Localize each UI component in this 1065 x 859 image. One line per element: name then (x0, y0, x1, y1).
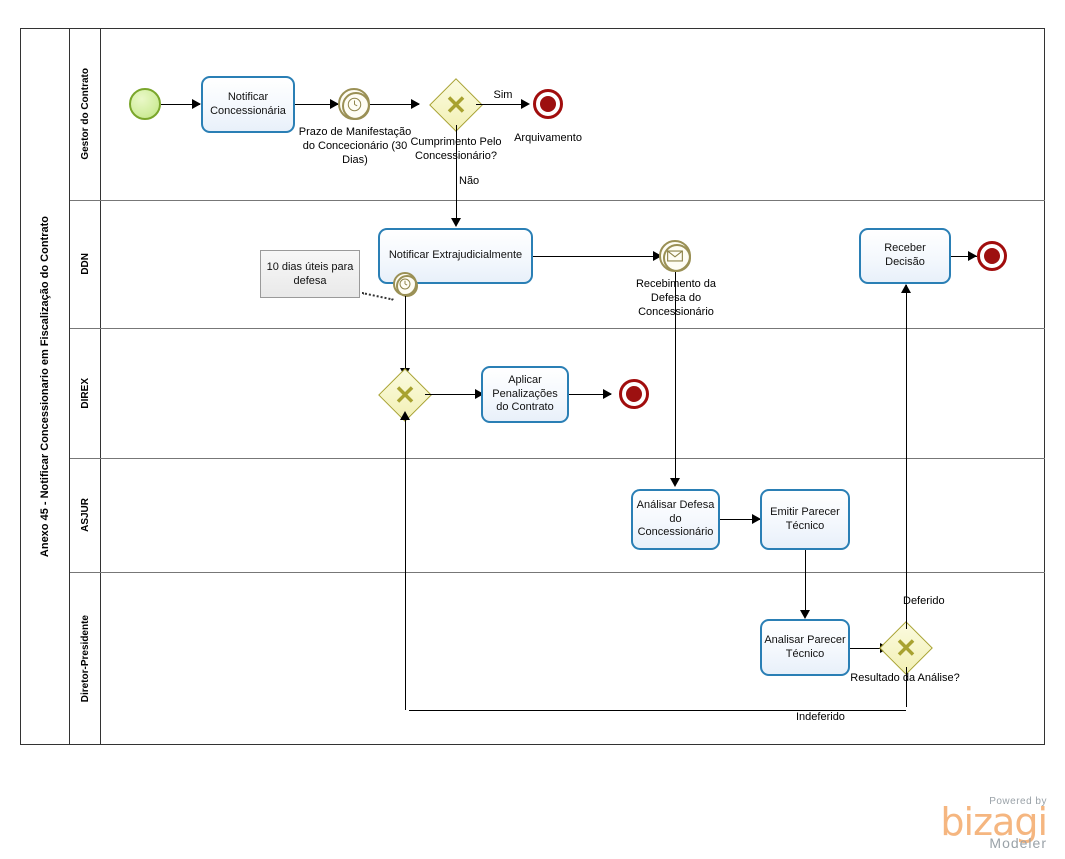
bizagi-product-label: Modeler (989, 835, 1047, 851)
task-emitir-parecer[interactable]: Emitir Parecer Técnico (760, 489, 850, 550)
task-analisar-defesa[interactable]: Análisar Defesa do Concessionário (631, 489, 720, 550)
task-label: Aplicar Penalizações do Contrato (492, 373, 558, 414)
flow-analisar-parecer-to-gateway (850, 648, 888, 649)
gateway-x-icon: ✕ (895, 633, 917, 663)
end-event-direx[interactable] (619, 379, 649, 409)
task-analisar-parecer[interactable]: Analisar Parecer Técnico (760, 619, 850, 676)
flow-arrow-12 (752, 514, 761, 524)
task-label: Receber Decisão (884, 242, 926, 268)
label-resultado-gateway: Resultado da Análise? (850, 672, 960, 684)
flow-arrow-1 (192, 99, 201, 109)
bizagi-logo: bizagi (940, 800, 1048, 844)
text-annotation-prazo-defesa: 10 dias úteis para defesa (260, 250, 360, 298)
annotation-label: 10 dias úteis para defesa (266, 260, 354, 287)
flow-label-deferido: Deferido (903, 595, 945, 607)
flow-arrow-2 (330, 99, 339, 109)
label-recebimento-defesa: Recebimento da Defesa do Concessionário (635, 278, 717, 318)
end-event-ddn[interactable] (977, 241, 1007, 271)
flow-prazo-to-gateway (370, 104, 419, 105)
powered-by-label: Powered by (989, 796, 1047, 807)
flow-receber-to-end (951, 256, 977, 257)
label-prazo-manifestacao: Prazo de Manifestação do Concecionário (… (298, 126, 412, 166)
flow-deferido (906, 285, 907, 629)
task-label: Análisar Defesa do Concessionário (636, 498, 715, 539)
task-label: Emitir Parecer Técnico (770, 505, 840, 532)
flow-arrow-11 (670, 478, 680, 487)
envelope-icon (661, 242, 689, 270)
flow-arrow-3 (411, 99, 420, 109)
flow-arrow-13 (800, 610, 810, 619)
flow-sim (476, 104, 528, 105)
lane-header-asjur: ASJUR (70, 458, 101, 572)
flow-indeferido-seg1 (906, 667, 907, 707)
lane-header-diretor-presidente: Diretor-Presidente (70, 572, 101, 745)
flow-arrow-5 (451, 218, 461, 227)
flow-arrow-6 (653, 251, 662, 261)
flow-aplicar-to-end (569, 394, 611, 395)
task-aplicar-penalizacoes[interactable]: Aplicar Penalizações do Contrato (481, 366, 569, 423)
label-arquivamento: Arquivamento (514, 132, 582, 144)
task-label: Notificar Concessionária (210, 90, 286, 117)
lane-header-direx: DIREX (70, 328, 101, 458)
lane-header-gestor-do-contrato: Gestor do Contrato (70, 28, 101, 200)
flow-arrow-9 (475, 389, 484, 399)
flow-emitir-to-analisar-parecer (805, 550, 806, 617)
clock-icon (340, 90, 368, 118)
flow-nao (456, 125, 457, 225)
flow-arrow-10 (603, 389, 612, 399)
flow-arrow-16 (400, 411, 410, 420)
flow-arrow-15 (901, 284, 911, 293)
lane-label-ddn: DDN (79, 253, 91, 275)
clock-icon (395, 274, 415, 294)
task-label: Analisar Parecer Técnico (764, 633, 846, 660)
flow-direx-to-aplicar (425, 394, 482, 395)
pool-title-label: Anexo 45 - Notificar Concessionario em F… (38, 215, 51, 558)
flow-analisar-defesa-to-emitir (720, 519, 760, 520)
gateway-x-icon: ✕ (394, 380, 416, 410)
flow-arrow-4 (521, 99, 530, 109)
flow-start-to-notificar (161, 104, 200, 105)
lane-separator-3 (70, 458, 1045, 459)
intermediate-timer-event-prazo[interactable] (338, 88, 370, 120)
flow-label-sim: Sim (493, 89, 513, 101)
flow-indeferido-seg2 (409, 710, 906, 711)
gateway-x-icon: ✕ (445, 90, 467, 120)
flow-arrow-7 (968, 251, 977, 261)
boundary-timer-event[interactable] (393, 272, 418, 297)
lane-separator-4 (70, 572, 1045, 573)
flow-indeferido-seg3 (405, 418, 406, 710)
intermediate-message-event-recebimento[interactable] (659, 240, 691, 272)
flow-notificar-to-prazo (295, 104, 339, 105)
end-event-arquivamento[interactable] (533, 89, 563, 119)
pool-title: Anexo 45 - Notificar Concessionario em F… (20, 28, 70, 745)
task-label: Notificar Extrajudicialmente (388, 249, 523, 262)
task-receber-decisao[interactable]: Receber Decisão (859, 228, 951, 284)
start-event[interactable] (129, 88, 161, 120)
lane-label-asjur: ASJUR (79, 498, 91, 532)
flow-label-nao: Não (459, 175, 480, 187)
flow-boundary-to-direx-gateway (405, 296, 406, 376)
lane-label-gestor-do-contrato: Gestor do Contrato (79, 68, 91, 160)
task-notificar-concessionaria[interactable]: Notificar Concessionária (201, 76, 295, 133)
lane-header-ddn: DDN (70, 200, 101, 328)
bizagi-branding: Powered by bizagi Modeler (940, 796, 1048, 851)
lane-label-direx: DIREX (79, 377, 91, 409)
lane-separator-2 (70, 328, 1045, 329)
flow-notificar-to-recebimento (533, 256, 663, 257)
lane-label-diretor-presidente: Diretor-Presidente (79, 614, 91, 703)
lane-separator-1 (70, 200, 1045, 201)
flow-recebimento-to-analisar-defesa (675, 272, 676, 485)
flow-label-indeferido: Indeferido (796, 711, 845, 723)
